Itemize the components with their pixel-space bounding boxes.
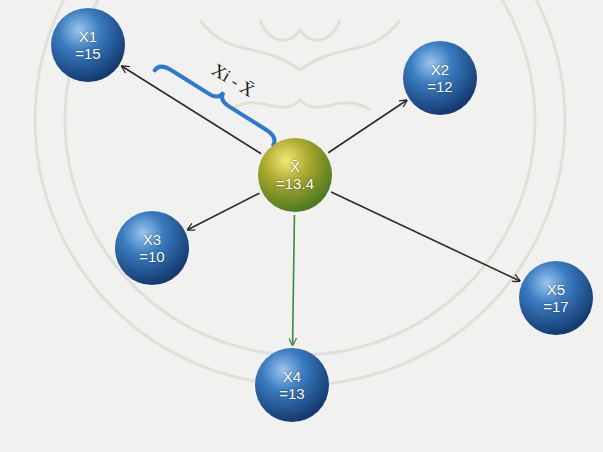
deviation-arrow <box>331 192 520 281</box>
value-circle: X2 =12 <box>402 40 478 116</box>
value-circle: X5 =17 <box>518 260 594 336</box>
circle-fill <box>519 261 593 335</box>
circle-fill <box>258 138 332 212</box>
value-text: X̄ =13.4 <box>273 158 317 193</box>
value-circle: X3 =10 <box>114 210 190 286</box>
value-circle: X4 =13 <box>254 347 330 423</box>
value-text: X1 =15 <box>66 28 110 63</box>
mean-circle: X̄ =13.4 <box>257 137 333 213</box>
circle-fill <box>255 348 329 422</box>
value-text: X5 =17 <box>534 281 578 316</box>
circle-fill <box>51 8 125 82</box>
value-circle: X1 =15 <box>50 7 126 83</box>
deviation-arrow <box>328 100 407 153</box>
circle-fill <box>403 41 477 115</box>
value-text: X3 =10 <box>130 231 174 266</box>
value-text: X2 =12 <box>418 61 462 96</box>
circle-fill <box>115 211 189 285</box>
deviation-arrow <box>188 193 260 230</box>
value-text: X4 =13 <box>270 368 314 403</box>
difference-brace <box>155 55 283 145</box>
deviation-arrow <box>293 215 295 345</box>
